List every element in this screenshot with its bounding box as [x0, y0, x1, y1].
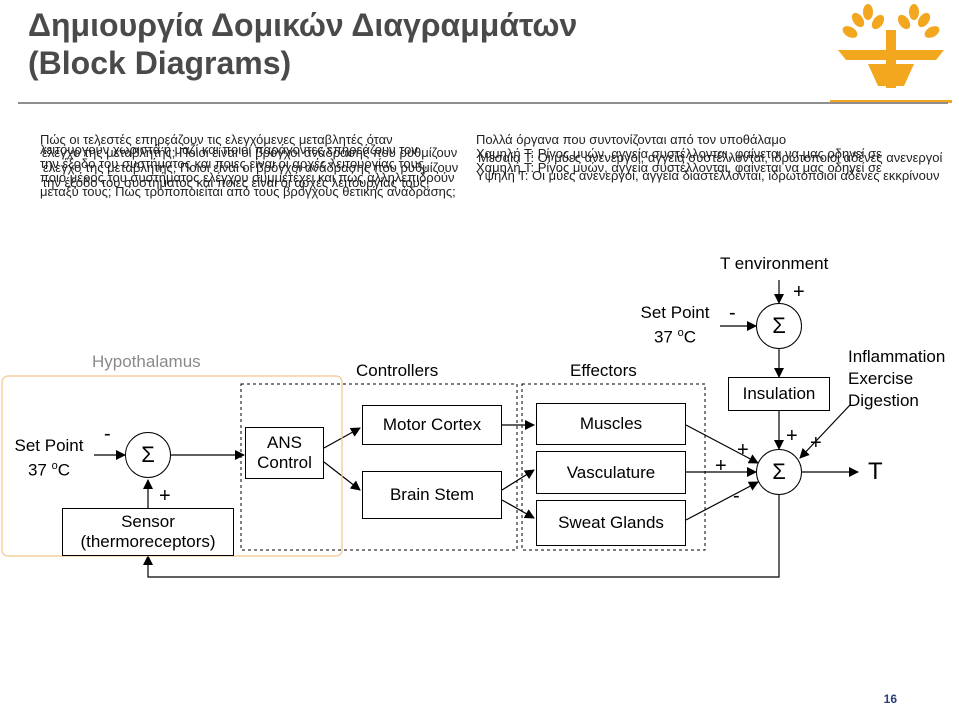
effectors-label: Effectors [570, 361, 637, 380]
overlap-line: Πώς οι τελεστές επηρεάζουν τις ελεγχόμεν… [40, 133, 393, 147]
ans-control-line2: Control [257, 453, 312, 472]
setpoint-left-line1: Set Point [14, 436, 84, 455]
overlapping-text-left: Πώς οι τελεστές επηρεάζουν τις ελεγχόμεν… [40, 133, 470, 211]
setpoint-right-value: 37 [653, 327, 678, 347]
brain-stem-box: Brain Stem [362, 471, 502, 519]
t-environment-label: T environment [720, 254, 829, 273]
overlap-line: μεταξύ τους; Πώς τροποποιείται από τους … [40, 184, 456, 199]
overlap-line: έλεγχο της μεταβλητής; Ποιοι είναι οι βρ… [43, 160, 459, 175]
hypothalamus-label: Hypothalamus [92, 352, 201, 371]
slide-title-line1: Δημιουργία Δομικών Διαγραμμάτων [28, 7, 578, 43]
hypothalamus-region [1, 375, 343, 557]
sensor-box: Sensor (thermoreceptors) [62, 508, 234, 556]
overlapping-text-right: Πολλά όργανα που συντονίζονται από τον υ… [476, 133, 959, 203]
minus-sign-left: - [104, 423, 111, 445]
overlap-line: Πολλά όργανα που συντονίζονται από τον υ… [476, 133, 787, 147]
sensor-line2: (thermoreceptors) [80, 532, 216, 551]
setpoint-right-line1: Set Point [640, 303, 710, 322]
slide-title-line2: (Block Diagrams) [28, 45, 292, 81]
effectors-region [521, 383, 706, 551]
plus-sign-muscles: + [737, 439, 749, 461]
setpoint-left: Set Point 37 oC [6, 436, 92, 481]
sweat-glands-box: Sweat Glands [536, 500, 686, 546]
disturbances-list: Inflammation Exercise Digestion [848, 346, 945, 412]
insulation-box: Insulation [728, 377, 830, 411]
sensor-line1: Sensor [121, 512, 175, 531]
setpoint-right-degree: o [677, 327, 684, 339]
minus-sign-sweat: - [733, 485, 740, 507]
setpoint-left-value: 37 [27, 460, 52, 480]
plus-sign-disturbances: + [810, 432, 822, 454]
page-number: 16 [883, 692, 897, 706]
setpoint-left-line2: 37 oC [6, 456, 92, 481]
disturbance-exercise: Exercise [848, 369, 914, 388]
overlap-line: ποιο μέρος του συστήματος ελέγχου συμμετ… [40, 170, 455, 185]
plus-sign-environment: + [793, 281, 805, 303]
overlap-line: την έξοδο του συστήματος και ποιες είναι… [42, 175, 430, 190]
overlap-line: έλεγχο της μεταβλητής; Ποιοι είναι οι βρ… [42, 145, 458, 160]
setpoint-left-degree: o [51, 460, 58, 472]
ans-control-box: ANS Control [245, 427, 324, 479]
title-divider [18, 102, 948, 104]
minus-sign-setpoint-right: - [729, 302, 736, 324]
plus-sign-vasculature: + [715, 455, 727, 477]
summing-junction-left: Σ [125, 432, 171, 478]
university-logo [830, 4, 952, 103]
controllers-label: Controllers [356, 361, 439, 380]
overlap-line: λειτουργούν χωριστά ή μαζί και ποιοι παρ… [40, 142, 418, 157]
setpoint-right-unit: C [683, 327, 697, 347]
slide-title: Δημιουργία Δομικών Διαγραμμάτων (Block D… [28, 6, 748, 82]
overlap-line: την έξοδο του συστήματος και ποιες είναι… [40, 156, 428, 171]
controllers-region [240, 383, 518, 551]
setpoint-right-line2: 37 oC [628, 323, 722, 348]
plus-sign-sensor: + [159, 485, 171, 507]
overlap-line: Μεσαία Τ: Οι μύες ανενεργοί, αγγεία συστ… [478, 150, 943, 165]
output-temperature-label: T [868, 458, 883, 485]
summing-junction-environment: Σ [756, 303, 802, 349]
setpoint-right: Set Point 37 oC [628, 303, 722, 348]
plus-sign-insulation: + [786, 425, 798, 447]
setpoint-left-unit: C [57, 460, 71, 480]
overlap-line: Χαμηλή Τ: Ρίγος μυών, αγγεία συστέλλοντα… [476, 160, 882, 175]
vasculature-box: Vasculature [536, 451, 686, 494]
overlap-line: Χαμηλή Τ: Ρίγος μυών, αγγεία συστέλλοντα… [476, 146, 882, 161]
ans-control-line1: ANS [267, 433, 302, 452]
disturbance-inflammation: Inflammation [848, 347, 946, 366]
overlap-line: Υψηλή Τ: Οι μύες ανενεργοί, αγγεία διαστ… [476, 168, 940, 183]
disturbance-digestion: Digestion [848, 391, 919, 410]
summing-junction-output: Σ [756, 449, 802, 495]
motor-cortex-box: Motor Cortex [362, 405, 502, 445]
muscles-box: Muscles [536, 403, 686, 445]
